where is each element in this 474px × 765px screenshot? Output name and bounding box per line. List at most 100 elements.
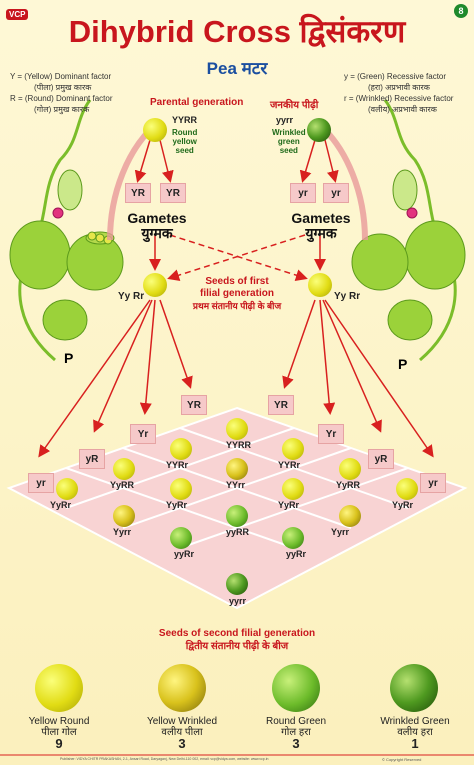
f2-type-name: Wrinkled Green <box>380 716 450 727</box>
grid-genotype: YyRR <box>110 480 135 490</box>
f2-label: Seeds of second filial generation द्विती… <box>0 627 474 653</box>
f2-type-name: Yellow Round <box>28 716 90 727</box>
f2-type-round-green: Round Green गोल हरा 3 <box>251 716 341 751</box>
f2-type-wrinkled-green: Wrinkled Green वलीय हरा 1 <box>365 716 465 751</box>
f2-type-yellow-round: Yellow Round पीला गोल 9 <box>14 716 104 751</box>
grid-genotype: Yyrr <box>331 527 350 537</box>
f1-genotype-left: Yy Rr <box>118 291 145 302</box>
grid-genotype: yyrr <box>229 596 247 606</box>
f2-type-name: Round Green <box>265 716 327 727</box>
gametes-label-hindi: युग्मक <box>305 225 337 241</box>
grid-seed-icon <box>396 478 418 500</box>
grid-genotype: YYRr <box>278 460 301 470</box>
f2-type-name: Yellow Wrinkled <box>146 716 218 727</box>
grid-genotype: yyRr <box>286 549 307 559</box>
page-title: Dihybrid Cross द्विसंकरण <box>68 14 406 49</box>
copyright: © Copyright Reserved <box>382 757 422 762</box>
parental-generation-label-hindi: जनकीय पीढ़ी <box>270 100 319 111</box>
plant-right-illustration <box>351 99 466 362</box>
grid-genotype: YyRr <box>392 500 414 510</box>
grid-seed-icon <box>339 458 361 480</box>
gamete-box: yr <box>323 183 349 203</box>
f2-type-ratio: 9 <box>55 736 63 751</box>
grid-seed-icon <box>282 438 304 460</box>
f1-gamete-box: yr <box>28 473 54 493</box>
f1-gamete-box: yR <box>368 449 394 469</box>
description-line: yellow <box>172 137 197 146</box>
publisher-footer: Publisher: VIDYA CHITR PRAKASHAN, 2-1, A… <box>60 757 269 761</box>
description-line: green <box>277 137 300 146</box>
wrinkled-green-seed-icon <box>390 664 438 712</box>
grid-seed-icon <box>56 478 78 500</box>
f2-type-ratio: 1 <box>411 736 419 751</box>
f2-type-hindi: वलीय पीला <box>161 727 203 738</box>
plant-left-illustration <box>9 99 124 362</box>
grid-genotype: YyRr <box>50 500 72 510</box>
gametes-label-left: Gametes युग्मक <box>122 211 192 241</box>
gametes-label-right: Gametes युग्मक <box>286 211 356 241</box>
f2-type-ratio: 3 <box>178 736 186 751</box>
legend-left-line: R = (Round) Dominant factor <box>10 94 113 103</box>
grid-green-seed-icon <box>282 527 304 549</box>
grid-genotype: YYrr <box>226 480 246 490</box>
f1-gamete-box: YR <box>181 395 207 415</box>
grid-seed-icon <box>170 438 192 460</box>
yellow-round-seed-icon <box>35 664 83 712</box>
subtitle: Pea मटर <box>206 59 268 78</box>
grid-green-seed-icon <box>226 505 248 527</box>
parent-left-description: Round yellow seed <box>172 128 197 155</box>
gametes-label-text: Gametes <box>127 210 187 226</box>
f1-pea-left-icon <box>143 273 167 297</box>
legend-right: y = (Green) Recessive factor (हरा) अप्रभ… <box>344 71 453 115</box>
gamete-box: YR <box>125 183 151 203</box>
f2-type-yellow-wrinkled: Yellow Wrinkled वलीय पीला 3 <box>132 716 232 751</box>
publisher-logo: VCP <box>6 4 29 22</box>
yellow-wrinkled-seed-icon <box>158 664 206 712</box>
f2-type-hindi: गोल हरा <box>281 727 311 738</box>
legend-left-line: Y = (Yellow) Dominant factor <box>10 72 112 81</box>
parent-right-genotype: yyrr <box>276 115 294 125</box>
f2-label-text: Seeds of second filial generation <box>158 628 316 639</box>
legend-left-line: (पीला) प्रमुख कारक <box>34 83 92 92</box>
round-green-seed-icon <box>272 664 320 712</box>
f1-gamete-box: yR <box>79 449 105 469</box>
plant-left-label: P <box>64 350 74 366</box>
f2-type-hindi: वलीय हरा <box>397 727 433 738</box>
grid-seed-icon <box>226 418 248 440</box>
gametes-label-hindi: युग्मक <box>141 225 173 241</box>
parent-left-genotype: YYRR <box>172 115 198 125</box>
legend-right-line: y = (Green) Recessive factor <box>344 72 447 81</box>
grid-genotype: YYRr <box>166 460 189 470</box>
grid-wrinkled-seed-icon <box>113 505 135 527</box>
gamete-box: YR <box>160 183 186 203</box>
f2-type-hindi: पीला गोल <box>41 727 77 738</box>
f2-label-hindi: द्वितीय संतानीय पीढ़ी के बीज <box>185 641 289 652</box>
wrinkled-green-pea-icon <box>307 118 331 142</box>
parent-right-description: Wrinkled green seed <box>272 128 306 155</box>
legend-right-line: (वलीय) अप्रभावी कारक <box>368 105 437 114</box>
grid-green-seed-icon <box>170 527 192 549</box>
grid-genotype: YYRR <box>226 440 252 450</box>
f1-gamete-box: yr <box>420 473 446 493</box>
grid-genotype: yyRr <box>174 549 195 559</box>
round-yellow-pea-icon <box>143 118 167 142</box>
legend-right-line: (हरा) अप्रभावी कारक <box>368 83 430 92</box>
f1-pea-right-icon <box>308 273 332 297</box>
grid-genotype: Yyrr <box>113 527 132 537</box>
gametes-label-text: Gametes <box>291 210 351 226</box>
parental-generation-label: Parental generation <box>150 97 244 108</box>
description-line: Wrinkled <box>272 128 306 137</box>
f1-label-line: filial generation <box>200 288 274 299</box>
grid-wrinkled-seed-icon <box>339 505 361 527</box>
grid-seed-icon <box>113 458 135 480</box>
chart-number-badge: 8 <box>454 4 468 18</box>
description-line: Round <box>172 128 198 137</box>
f1-label-hindi: प्रथम संतानीय पीढ़ी के बीज <box>192 301 282 311</box>
f1-gamete-box: Yr <box>130 424 156 444</box>
grid-wrinkled-green-seed-icon <box>226 573 248 595</box>
grid-seed-icon <box>170 478 192 500</box>
gamete-box: yr <box>290 183 316 203</box>
legend-right-line: r = (Wrinkled) Recessive factor <box>344 94 454 103</box>
grid-seed-icon <box>282 478 304 500</box>
